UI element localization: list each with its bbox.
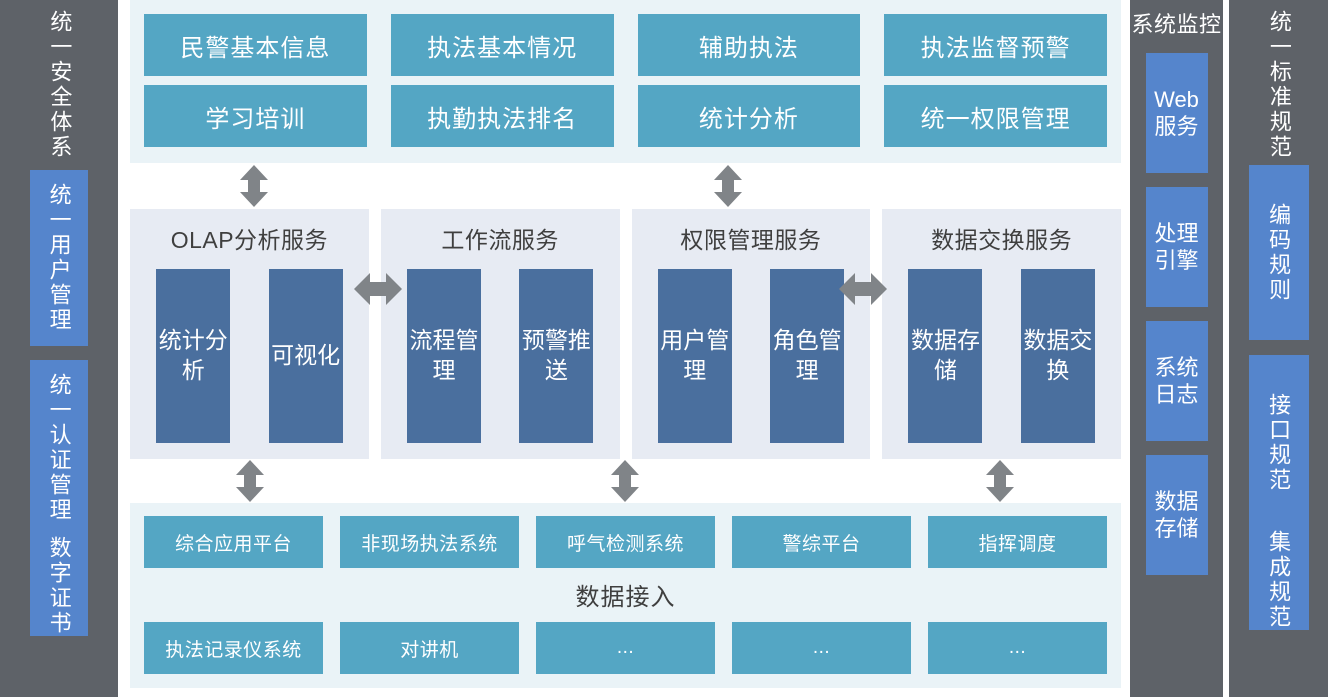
app-box-enforcement-supervision-alert[interactable]: 执法监督预警: [884, 14, 1107, 76]
sidebar-item-data-storage[interactable]: 数据 存储: [1145, 454, 1208, 575]
sidebar-item-label-line2: 日志: [1154, 381, 1199, 407]
sidebar-monitor-title-line1: 系统监控: [1131, 12, 1222, 37]
arrow-band-service-data: [130, 459, 1121, 503]
service-panel-workflow: 工作流服务 流程管理 预警推送: [380, 209, 620, 459]
sidebar-security-column: 统一安全体系 统一用户管理 统一认证管理 数字证书: [0, 0, 118, 697]
sidebar-item-label-line1: Web: [1154, 86, 1199, 112]
data-box-breath-test-system[interactable]: 呼气检测系统: [536, 516, 715, 568]
service-box-statistical-analysis[interactable]: 统计分析: [156, 269, 231, 443]
service-panel-data-exchange: 数据交换服务 数据存储 数据交换: [882, 209, 1121, 459]
up-down-arrow-icon: [236, 460, 264, 502]
application-row-1: 民警基本信息 执法基本情况 辅助执法 执法监督预警: [144, 14, 1107, 76]
sidebar-standard-title: 统一标准规范: [1266, 10, 1292, 160]
sidebar-monitor-column: 系统监控 Web 服务 处理 引擎 系统 日志 数据 存储: [1130, 0, 1223, 697]
service-panel-title: 数据交换服务: [931, 227, 1073, 253]
data-box-law-enforcement-recorder-system[interactable]: 执法记录仪系统: [144, 622, 323, 674]
sidebar-item-label: 接口规范: [1266, 392, 1292, 493]
service-layer: OLAP分析服务 统计分析 可视化 工作流服务 流程管理 预警推送 权限管理服务…: [130, 209, 1121, 459]
data-box-more-2[interactable]: ...: [732, 622, 911, 674]
sidebar-item-unified-auth-management[interactable]: 统一认证管理: [30, 360, 88, 536]
application-row-2: 学习培训 执勤执法排名 统计分析 统一权限管理: [144, 85, 1107, 147]
sidebar-item-system-log[interactable]: 系统 日志: [1145, 320, 1208, 441]
service-panel-title: 工作流服务: [441, 227, 559, 253]
up-down-arrow-icon: [611, 460, 639, 502]
sidebar-item-integration-spec[interactable]: 集成规范: [1248, 530, 1309, 630]
sidebar-item-coding-rules[interactable]: 编码规则: [1248, 165, 1309, 340]
data-box-command-dispatch[interactable]: 指挥调度: [928, 516, 1107, 568]
sidebar-security-title: 统一安全体系: [47, 10, 73, 160]
sidebar-item-label-line2: 服务: [1154, 113, 1199, 139]
service-panel-olap: OLAP分析服务 统计分析 可视化: [130, 209, 369, 459]
data-box-integrated-application-platform[interactable]: 综合应用平台: [144, 516, 323, 568]
service-box-process-management[interactable]: 流程管理: [406, 269, 481, 443]
up-down-arrow-icon: [986, 460, 1014, 502]
data-box-more-1[interactable]: ...: [536, 622, 715, 674]
service-panel-boxes: 数据存储 数据交换: [896, 269, 1107, 443]
sidebar-item-label-line2: 存储: [1154, 515, 1199, 541]
sidebar-item-interface-spec[interactable]: 接口规范: [1248, 355, 1309, 530]
center-stack: 民警基本信息 执法基本情况 辅助执法 执法监督预警 学习培训 执勤执法排名 统计…: [118, 0, 1127, 697]
service-box-data-exchange[interactable]: 数据交换: [1020, 269, 1095, 443]
sidebar-item-label: 数字证书: [46, 536, 72, 636]
sidebar-item-label-line1: 处理: [1154, 220, 1199, 246]
sidebar-item-unified-user-management[interactable]: 统一用户管理: [30, 170, 88, 346]
data-box-walkie-talkie[interactable]: 对讲机: [340, 622, 519, 674]
service-panel-boxes: 用户管理 角色管理: [646, 269, 857, 443]
data-row-1: 综合应用平台 非现场执法系统 呼气检测系统 警综平台 指挥调度: [144, 516, 1107, 568]
service-panel-boxes: 流程管理 预警推送: [395, 269, 606, 443]
app-box-enforcement-basics[interactable]: 执法基本情况: [390, 14, 614, 76]
data-box-more-3[interactable]: ...: [928, 622, 1107, 674]
sidebar-item-label: 统一用户管理: [46, 183, 72, 333]
app-box-police-basic-info[interactable]: 民警基本信息: [144, 14, 367, 76]
app-box-study-training[interactable]: 学习培训: [144, 85, 367, 147]
sidebar-monitor-title: 系统监控: [1131, 8, 1221, 53]
service-box-role-management[interactable]: 角色管理: [770, 269, 845, 443]
sidebar-item-web-service[interactable]: Web 服务: [1145, 52, 1208, 173]
up-down-arrow-icon: [714, 165, 742, 207]
sidebar-item-label: 编码规则: [1266, 202, 1292, 303]
app-box-assisted-enforcement[interactable]: 辅助执法: [637, 14, 861, 76]
data-access-layer: 综合应用平台 非现场执法系统 呼气检测系统 警综平台 指挥调度 数据接入 执法记…: [130, 503, 1121, 688]
service-panel-boxes: 统计分析 可视化: [144, 269, 355, 443]
service-box-visualization[interactable]: 可视化: [268, 269, 343, 443]
service-box-user-management[interactable]: 用户管理: [657, 269, 732, 443]
service-box-alert-push[interactable]: 预警推送: [519, 269, 594, 443]
sidebar-item-processing-engine[interactable]: 处理 引擎: [1145, 186, 1208, 307]
data-access-label: 数据接入: [575, 584, 676, 611]
data-box-non-onsite-enforcement-system[interactable]: 非现场执法系统: [340, 516, 519, 568]
sidebar-standard-column: 统一标准规范 编码规则 接口规范 集成规范: [1229, 0, 1328, 697]
up-down-arrow-icon: [240, 165, 268, 207]
left-right-arrow-icon: [839, 273, 887, 305]
sidebar-item-digital-certificate[interactable]: 数字证书: [30, 536, 88, 636]
sidebar-item-label-line2: 引擎: [1154, 247, 1199, 273]
app-box-duty-enforcement-ranking[interactable]: 执勤执法排名: [390, 85, 614, 147]
sidebar-item-label-line1: 数据: [1154, 488, 1199, 514]
data-box-police-comprehensive-platform[interactable]: 警综平台: [732, 516, 911, 568]
data-row-2: 执法记录仪系统 对讲机 ... ... ...: [144, 622, 1107, 674]
arrow-band-app-service: [130, 163, 1121, 209]
app-box-unified-permission-management[interactable]: 统一权限管理: [884, 85, 1107, 147]
left-right-arrow-icon: [354, 273, 402, 305]
application-layer: 民警基本信息 执法基本情况 辅助执法 执法监督预警 学习培训 执勤执法排名 统计…: [130, 0, 1121, 163]
app-box-statistical-analysis[interactable]: 统计分析: [637, 85, 861, 147]
sidebar-item-label-line1: 系统: [1154, 354, 1199, 380]
service-box-data-storage[interactable]: 数据存储: [908, 269, 983, 443]
service-panel-permission: 权限管理服务 用户管理 角色管理: [631, 209, 871, 459]
sidebar-item-label: 统一认证管理: [46, 373, 72, 523]
service-panel-title: OLAP分析服务: [170, 227, 329, 253]
sidebar-item-label: 集成规范: [1266, 530, 1292, 630]
service-panel-title: 权限管理服务: [680, 227, 822, 253]
